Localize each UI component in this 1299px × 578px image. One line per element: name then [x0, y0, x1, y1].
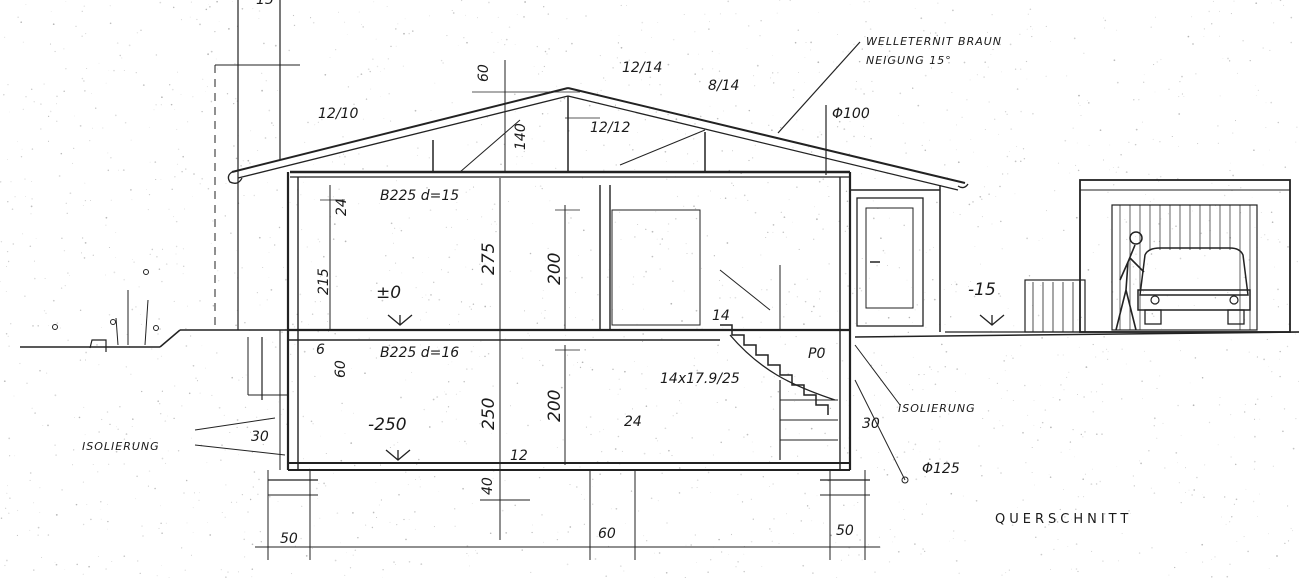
basement-storey-height: 250: [479, 398, 499, 430]
basement-wall-mark: 24: [624, 414, 642, 430]
garage-level-marker-icon: [979, 314, 1005, 326]
rafter-ridge-label: 12/14: [622, 60, 662, 76]
stairs-label: 14x17.9/25: [660, 371, 740, 387]
isolation-right-label: ISOLIERUNG: [898, 402, 976, 415]
isolation-left-label: ISOLIERUNG: [82, 440, 160, 453]
king-post-label: 12/12: [590, 120, 630, 136]
foundation-depth: 40: [480, 477, 496, 495]
ridge-height-label: 60: [476, 64, 492, 82]
wall-thickness-left: 30: [251, 429, 269, 445]
ground-level-marker-icon: [387, 314, 413, 326]
drawing-title: QUERSCHNITT: [995, 512, 1132, 527]
garden-fence: [1024, 279, 1086, 333]
stair-first-step: 14: [712, 308, 730, 324]
basement-slab-b: 60: [333, 360, 349, 378]
bottom-dim-center: 60: [598, 526, 616, 542]
basement-slab-label: B225 d=16: [380, 345, 459, 361]
garage-level-label: -15: [968, 280, 996, 300]
gutter-right-icon: [957, 183, 969, 189]
stairs: [719, 265, 838, 460]
garden-plants: [52, 269, 159, 352]
bottom-dimension-lines: [255, 470, 880, 560]
ground-slab-label: B225 d=15: [380, 188, 459, 204]
basement-level-label: -250: [368, 415, 407, 435]
person-figure-icon: [1115, 231, 1145, 331]
bottom-dim-right: 50: [836, 523, 854, 539]
basement-floor-slab: 12: [510, 448, 528, 464]
roof-note-line2: NEIGUNG 15°: [866, 54, 952, 67]
rafter-left-label: 12/10: [318, 106, 358, 122]
roof-note-leader: [777, 41, 861, 134]
basement-level-marker-icon: [385, 449, 411, 461]
basement-slab-a: 6: [316, 342, 325, 358]
car-icon: [1139, 247, 1249, 296]
drain-pipe-label: Φ125: [922, 461, 960, 477]
top-dimension-label: 15: [256, 0, 274, 8]
ground-door-height: 200: [545, 253, 565, 285]
vertical-dimensions: [320, 178, 580, 540]
garage: [1079, 179, 1291, 333]
top-dimension: 15: [214, 0, 300, 330]
ground-level-label: ±0: [376, 283, 401, 303]
ground-floor-structure: [247, 172, 870, 501]
entrance-annex: [850, 185, 941, 332]
gutter-left-icon: [227, 171, 243, 184]
bottom-dim-left: 50: [280, 531, 298, 547]
roof: [227, 60, 969, 191]
rafter-right-label: 8/14: [708, 78, 739, 94]
truss-height-label: 140: [513, 123, 529, 150]
drain-pipe-icon: [901, 476, 909, 484]
roof-note-line1: WELLETERNIT BRAUN: [866, 35, 1002, 48]
ground-storey-height: 275: [479, 243, 499, 275]
stair-post-label: P0: [808, 346, 825, 362]
isolation-left-leader: [194, 444, 286, 456]
ground-wall-height: 215: [316, 268, 332, 295]
ground-slab-thickness: 24: [334, 198, 350, 216]
vent-pipe-label: Φ100: [832, 106, 870, 122]
basement-door-height: 200: [545, 390, 565, 422]
